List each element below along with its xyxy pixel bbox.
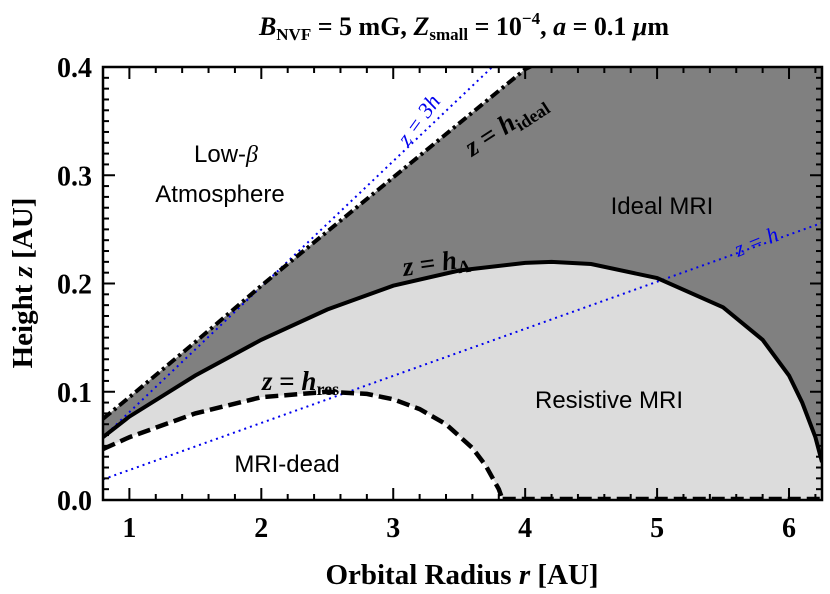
x-tick-label: 1: [122, 513, 136, 544]
mri-dead-region: [103, 391, 503, 500]
h-res-label: z = hres: [261, 366, 339, 399]
x-tick-labels: 1 2 3 4 5 6: [122, 513, 796, 544]
mri-dead-label: MRI-dead: [234, 451, 339, 478]
x-tick-label: 3: [386, 513, 400, 544]
h-lambda-label: z = hΛ: [400, 243, 472, 285]
y-tick-labels: 0.0 0.1 0.2 0.3 0.4: [57, 53, 92, 517]
chart-title: BNVF = 5 mG, Zsmall = 10−4, a = 0.1 μm: [258, 9, 669, 44]
axis-ticks: [102, 66, 822, 501]
y-tick-label: 0.4: [57, 53, 92, 84]
y-tick-label: 0.0: [57, 486, 92, 517]
y-axis-label: Height z [AU]: [7, 198, 39, 369]
x-axis-label: Orbital Radius r [AU]: [325, 559, 598, 591]
x-tick-label: 2: [254, 513, 268, 544]
plot-area: [103, 67, 822, 500]
y-tick-label: 0.1: [57, 378, 92, 409]
resistive-mri-region: [103, 261, 822, 500]
h-ideal-curve: [103, 67, 535, 421]
y-tick-label: 0.3: [57, 161, 92, 192]
resistive-mri-label: Resistive MRI: [535, 387, 683, 414]
y-tick-label: 0.2: [57, 270, 92, 301]
z-h-line: [103, 221, 822, 481]
ideal-mri-region: [103, 67, 822, 463]
ideal-mri-label: Ideal MRI: [611, 193, 714, 220]
h-res-curve: [103, 389, 505, 500]
x-tick-label: 5: [650, 513, 664, 544]
atmosphere-label-line1: Low-β: [194, 141, 258, 168]
atmosphere-label-line2: Atmosphere: [155, 181, 284, 208]
x-tick-label: 6: [782, 513, 796, 544]
x-tick-label: 4: [518, 513, 532, 544]
h-lambda-curve: [103, 259, 822, 463]
